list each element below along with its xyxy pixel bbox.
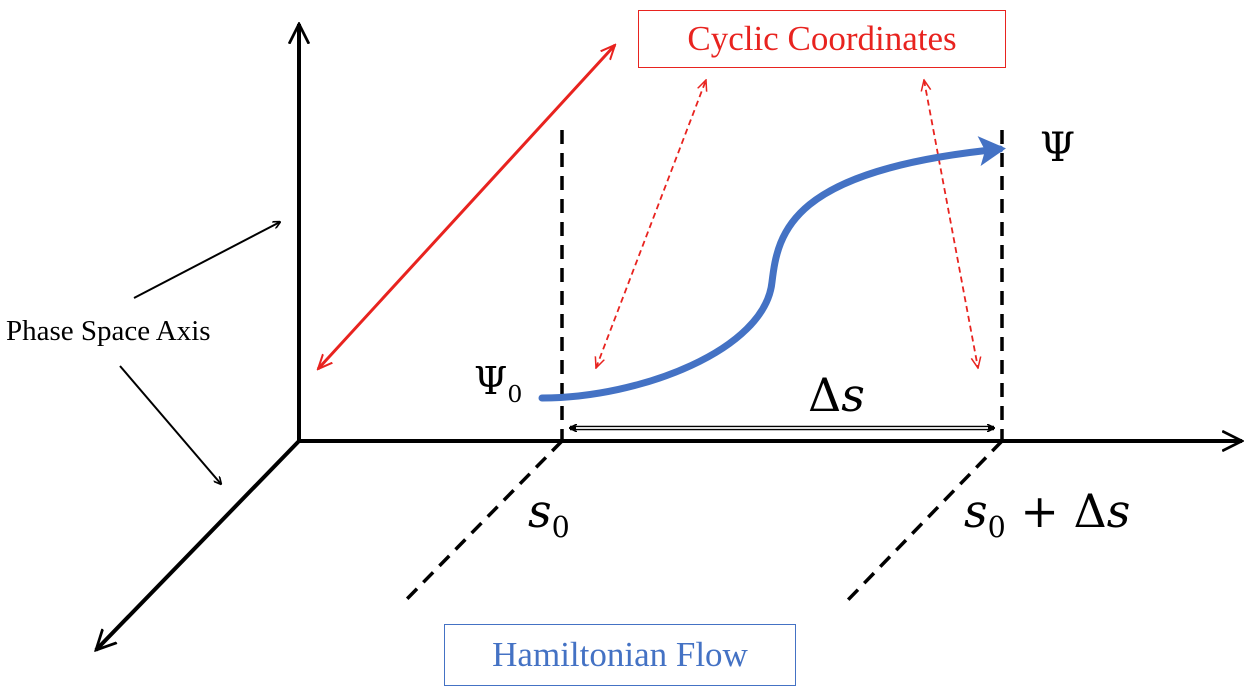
psi-final-label: Ψ: [1040, 125, 1076, 171]
s0ds-subscript: 0: [987, 510, 1006, 544]
hamiltonian-flow-curve: [538, 136, 1006, 402]
delta-s-label: Δs: [808, 372, 865, 418]
hamiltonian-flow-box: Hamiltonian Flow: [444, 624, 796, 686]
s0ds-plus-delta: + Δ: [1005, 484, 1107, 538]
delta-s-symbol: Δ: [808, 368, 842, 422]
s0-label: s0: [528, 488, 570, 542]
s0ds-variable-2: s: [1106, 484, 1131, 538]
hamiltonian-flow-label: Hamiltonian Flow: [492, 635, 748, 674]
s0-depth-dashed-line: [402, 439, 564, 604]
phase-space-pointer-up-arrow: [133, 222, 280, 299]
cyclic-pointer-left-dashed-arrow: [596, 80, 706, 368]
cyclic-coordinates-label: Cyclic Coordinates: [687, 19, 957, 58]
phase-space-pointer-down-arrow: [119, 365, 221, 484]
s0-plus-delta-s-label: s0 + Δs: [964, 488, 1130, 542]
cyclic-pointer-right-dashed-arrow: [924, 80, 978, 368]
psi-initial-symbol: Ψ: [474, 359, 508, 403]
psi-initial-subscript: 0: [507, 380, 523, 409]
psi-initial-label: Ψ0: [474, 362, 522, 407]
s0ds-variable: s: [964, 484, 988, 538]
depth-axis: [96, 439, 301, 650]
cyclic-coordinates-box: Cyclic Coordinates: [638, 10, 1006, 68]
cyclic-coordinate-double-arrow: [318, 45, 615, 369]
s0-subscript: 0: [551, 510, 570, 544]
s0-delta-depth-dashed-line: [844, 439, 1004, 604]
phase-space-axis-label: Phase Space Axis: [6, 315, 211, 347]
s0-variable: s: [528, 484, 552, 538]
delta-s-variable: s: [841, 368, 865, 422]
